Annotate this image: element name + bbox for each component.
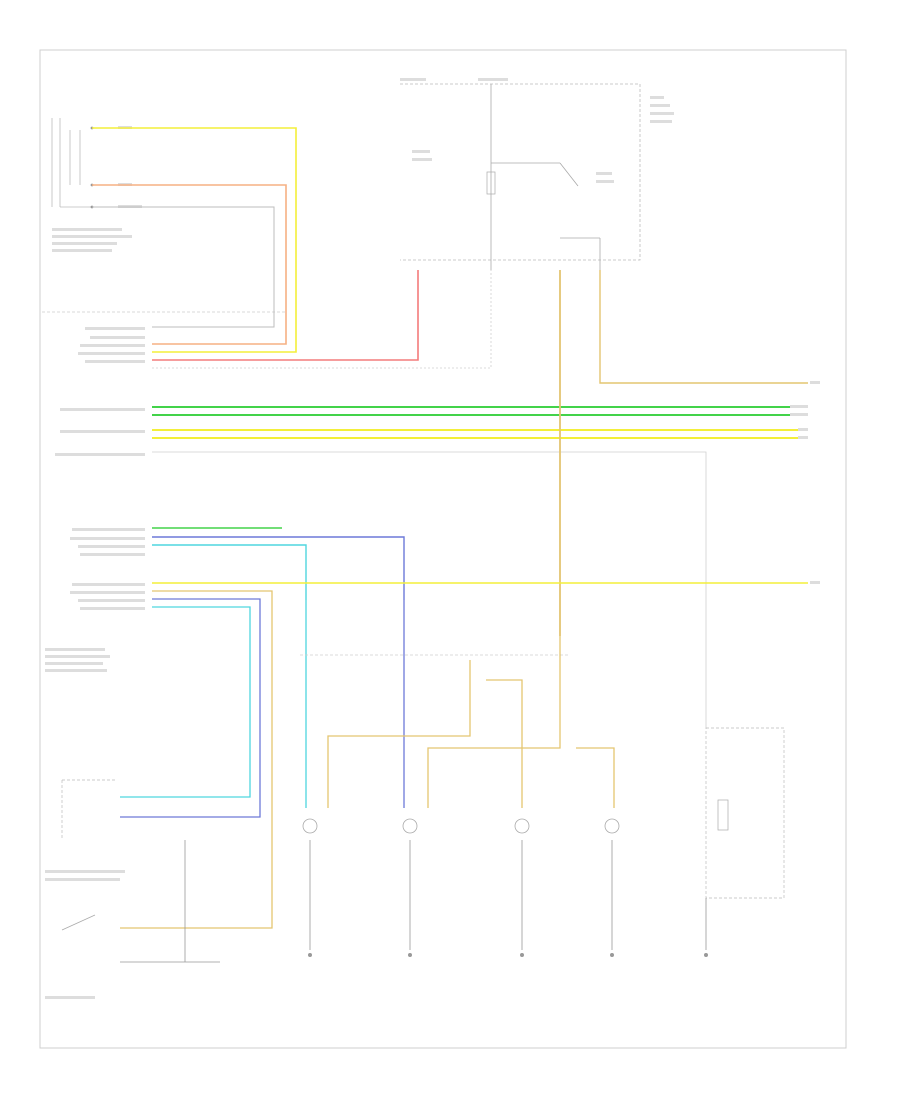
lamp-2: [402, 818, 418, 957]
wire-cyan-left: [120, 606, 251, 798]
right-tail-markers: [790, 381, 820, 584]
wire-tan-left: [120, 590, 273, 929]
wire-orange-top: [92, 184, 287, 345]
wire-red: [152, 270, 419, 361]
lower-left-switches: [45, 779, 220, 999]
fuse-relay-box: [400, 78, 674, 270]
lamp-4: [604, 818, 620, 957]
right-component: [704, 727, 785, 957]
wire-blue-mid: [152, 536, 405, 600]
lamp-3: [514, 818, 530, 957]
left-connector-labels: [45, 327, 145, 672]
wire-gray-3: [152, 451, 707, 728]
lower-bus: [300, 600, 615, 808]
wire-cyan-mid: [152, 544, 307, 600]
wire-gray-2: [152, 270, 492, 369]
top-left-module: [42, 118, 285, 313]
wire-blue-left: [120, 598, 261, 818]
wire-yellow-top: [92, 127, 297, 353]
wire-tan-right: [599, 270, 808, 384]
lamp-1: [302, 818, 318, 957]
diagram-frame: [39, 49, 847, 1049]
wire-gray-top: [92, 206, 275, 328]
